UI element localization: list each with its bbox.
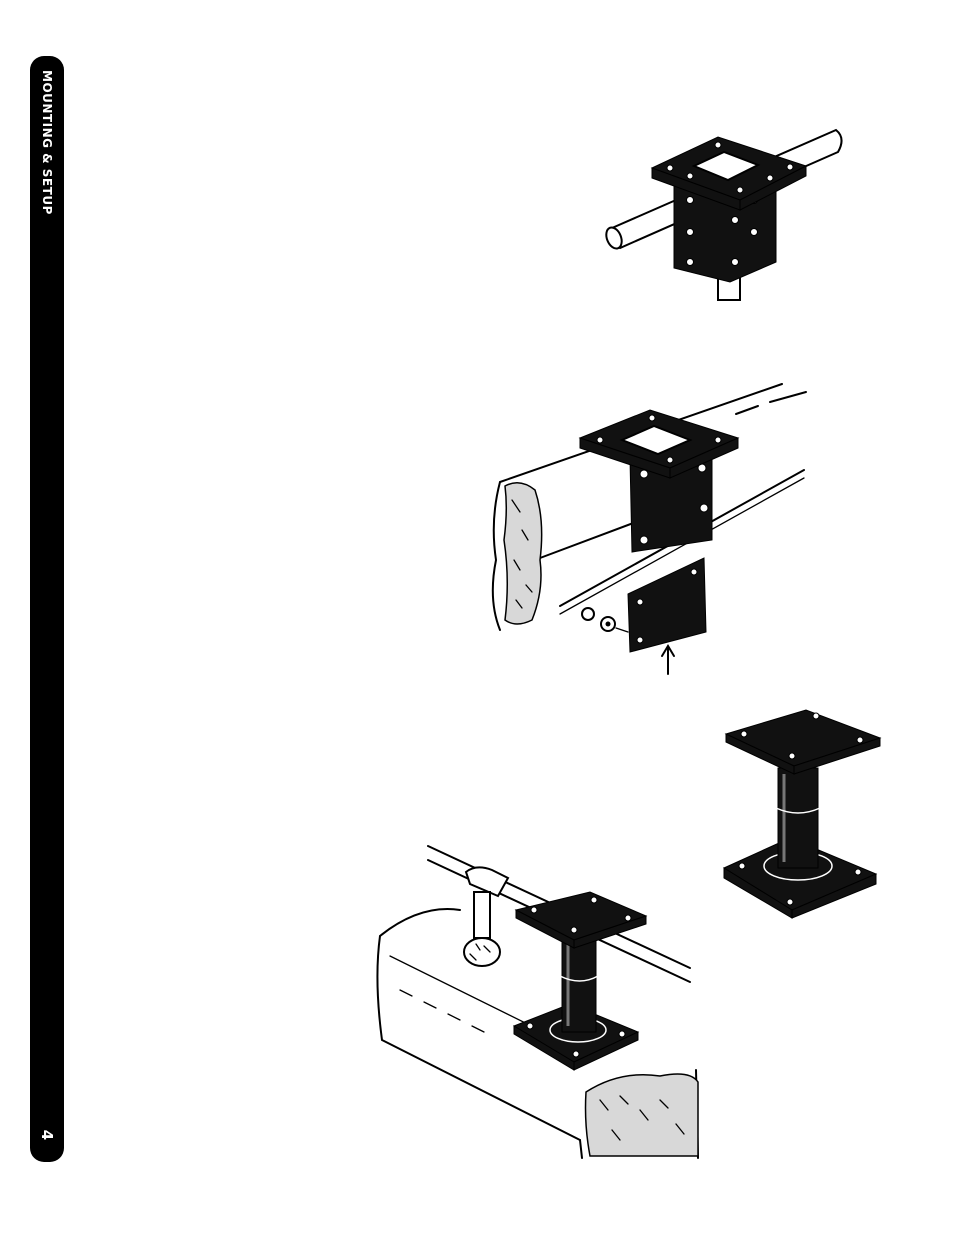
pedestal-on-beam-illustration <box>377 846 698 1158</box>
t-bracket-on-rail-illustration <box>603 130 841 300</box>
bracket-on-wooden-beam-illustration <box>493 384 806 674</box>
pedestal-mount-illustration <box>724 710 880 918</box>
